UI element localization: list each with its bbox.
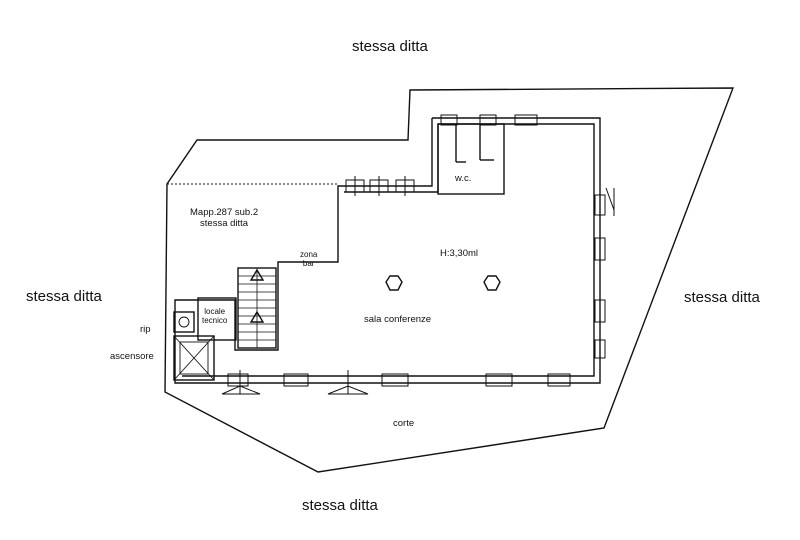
wc-label: w.c. [455, 173, 472, 184]
technical-room-label: locale tecnico [202, 307, 227, 325]
parcel-line1: Mapp.287 sub.2 [190, 207, 259, 218]
column-left [385, 275, 403, 291]
rip-label: rip [140, 324, 151, 335]
elevator-label: ascensore [110, 351, 154, 362]
conference-hall-label: sala conferenze [364, 314, 432, 325]
courtyard-label: corte [393, 418, 415, 429]
building-outer-wall [174, 117, 601, 384]
neighbor-label-top: stessa ditta [352, 38, 428, 55]
neighbor-label-right: stessa ditta [684, 289, 760, 306]
wc-room [437, 123, 505, 195]
north-inner-wall [344, 124, 439, 193]
zona-line2: bar [302, 259, 315, 268]
zona-line1: zona [300, 250, 318, 259]
column-right [483, 275, 501, 291]
parcel-label: Mapp.287 sub.2 stessa ditta [190, 207, 258, 229]
building-inner-wall [182, 123, 595, 377]
ceiling-height-label: H:3,30ml [440, 248, 479, 259]
property-boundary [164, 87, 735, 473]
neighbor-label-bottom: stessa ditta [302, 497, 378, 514]
parcel-line2: stessa ditta [200, 218, 249, 229]
technical-line1: locale [204, 307, 226, 316]
neighbor-label-left: stessa ditta [26, 288, 102, 305]
technical-room [197, 297, 237, 341]
elevator-shaft [173, 335, 215, 381]
technical-line2: tecnico [202, 316, 228, 325]
zona-bar-label: zona bar [300, 250, 317, 268]
rip-box [173, 311, 195, 333]
